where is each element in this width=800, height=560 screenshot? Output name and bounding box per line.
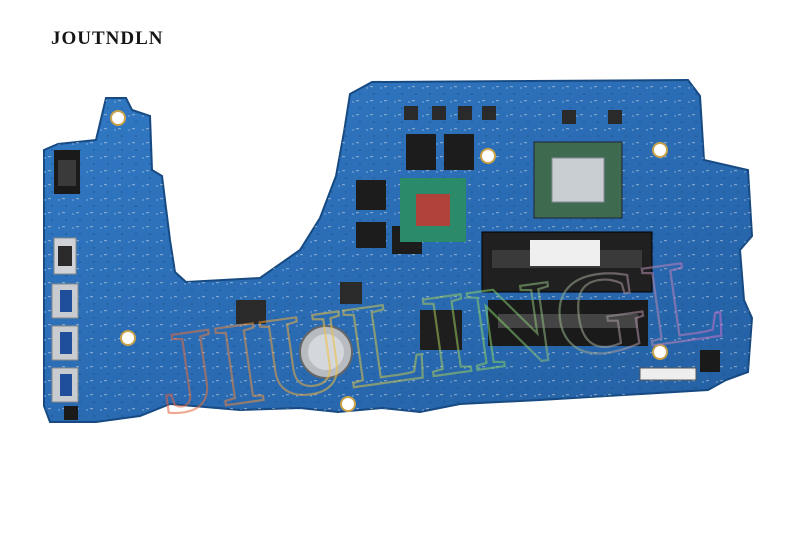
gpu-chip [400, 178, 466, 242]
cmos-battery [299, 325, 353, 379]
mounting-holes [110, 110, 668, 412]
ram-slots [481, 231, 653, 346]
right-connectors [639, 350, 720, 381]
brand-label: JOUTNDLN [51, 28, 164, 49]
chipset [420, 310, 462, 350]
left-io-ports [51, 150, 80, 420]
inductors [236, 106, 622, 324]
cpu-chip [533, 141, 623, 219]
